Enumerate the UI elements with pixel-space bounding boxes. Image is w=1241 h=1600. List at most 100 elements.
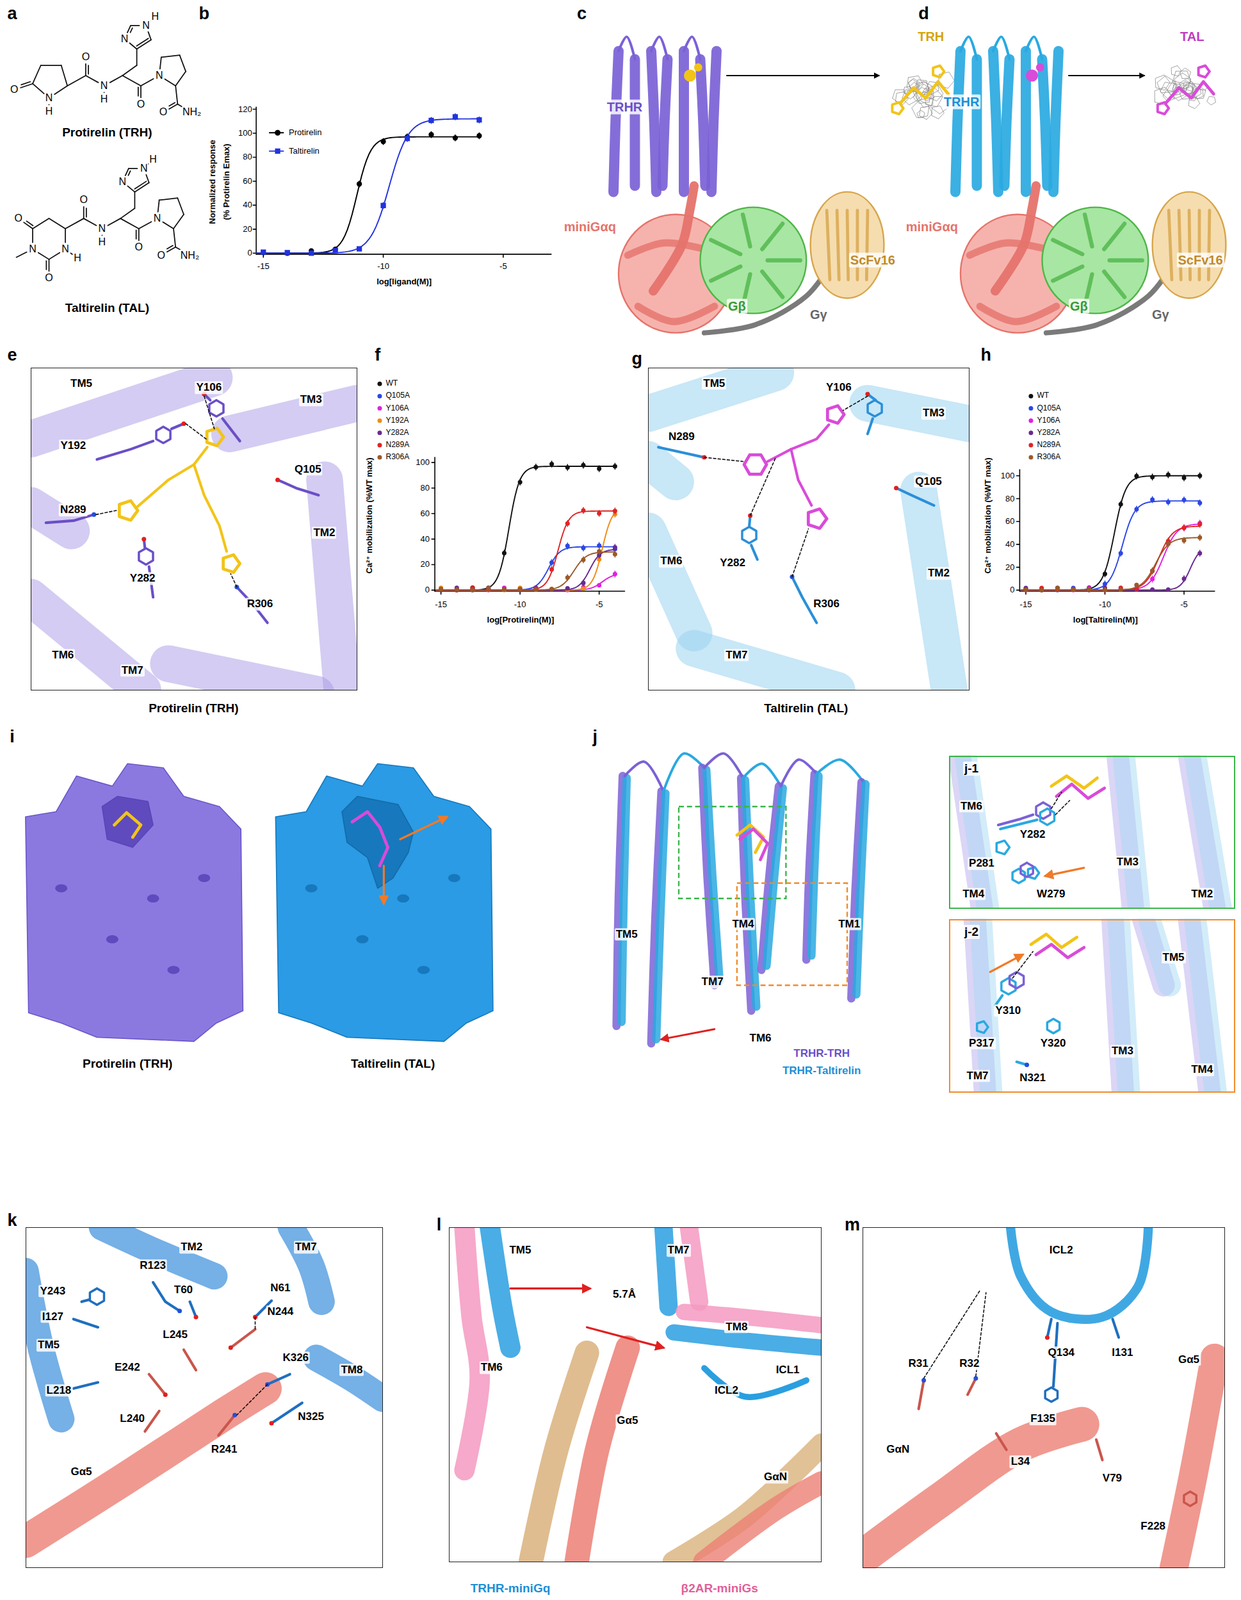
data-point — [580, 508, 586, 513]
data-point — [612, 544, 618, 550]
data-point — [1182, 525, 1187, 530]
data-point — [438, 586, 444, 592]
bond — [32, 65, 41, 84]
data-point — [438, 587, 444, 592]
bond — [32, 228, 34, 243]
residue-label: TM5 — [614, 927, 640, 941]
tick-mark — [431, 487, 435, 489]
panel-letter: j — [592, 726, 599, 747]
residue-label: I131 — [1110, 1346, 1135, 1359]
bond — [175, 85, 178, 105]
double-bond — [87, 65, 90, 75]
residue-stick — [751, 544, 758, 560]
panel-letter: c — [576, 4, 587, 25]
tick-mark — [252, 180, 257, 182]
component-label: Gβ — [1068, 299, 1090, 314]
tick-label: 60 — [1005, 516, 1015, 527]
data-point — [1197, 550, 1202, 556]
tick-label: 20 — [242, 224, 252, 234]
legend-marker — [377, 455, 382, 460]
tick-mark — [502, 254, 504, 258]
data-point — [549, 587, 554, 592]
helix-ribbon — [955, 51, 961, 193]
fit-curve — [1021, 526, 1201, 591]
bond — [138, 228, 140, 241]
residue-stick — [1096, 1439, 1103, 1460]
panel-caption: TRHR-miniGq — [470, 1581, 551, 1596]
helix-ribbon — [656, 793, 666, 1040]
atom-tip — [1045, 1335, 1050, 1340]
fit-curve — [1021, 537, 1201, 590]
bond — [110, 75, 123, 83]
atom-tip — [177, 1308, 182, 1313]
ligand-ring — [119, 500, 138, 520]
data-point — [518, 587, 523, 592]
data-point — [356, 245, 362, 252]
data-point — [549, 586, 554, 592]
hydrogen-bond — [1055, 800, 1070, 815]
surface-cavity — [197, 873, 211, 882]
fit-curve — [436, 549, 615, 590]
pointer-arrow — [1068, 74, 1145, 77]
bond — [162, 222, 174, 229]
data-point — [533, 586, 538, 592]
atom-tip — [228, 1345, 234, 1350]
panel-letter: f — [374, 345, 381, 365]
beta-strand — [847, 210, 849, 280]
atom-tip — [893, 485, 899, 490]
data-point — [1102, 587, 1108, 592]
data-point — [1023, 587, 1028, 592]
chemical-structure — [16, 163, 184, 272]
helix-ribbon — [651, 51, 657, 193]
legend-entry: Protirelin — [288, 128, 322, 138]
panel-art — [30, 377, 358, 691]
bond — [173, 228, 176, 248]
residue-label: GαN — [884, 1442, 911, 1456]
residue-label: TM4 — [1189, 1062, 1215, 1076]
residue-stick — [267, 1374, 291, 1385]
data-point — [1134, 582, 1139, 588]
tick-label: -5 — [1180, 599, 1188, 609]
data-point — [454, 587, 460, 592]
helix-ribbon — [706, 769, 720, 982]
panel-letter: a — [7, 4, 18, 25]
helix-ribbon — [648, 372, 776, 414]
ligand-sticks — [740, 828, 768, 860]
helix-ribbon — [25, 1388, 266, 1542]
bond — [159, 197, 179, 200]
bond — [120, 208, 135, 219]
data-point — [565, 521, 570, 526]
data-point — [470, 587, 476, 593]
data-point — [1166, 499, 1171, 504]
data-point — [428, 131, 434, 138]
data-point — [1166, 472, 1171, 478]
tick-mark — [1183, 591, 1185, 595]
double-bond — [21, 81, 31, 86]
residue-stick — [73, 1318, 98, 1327]
bond — [173, 214, 184, 229]
loop — [663, 753, 705, 791]
bond — [127, 185, 135, 192]
residue-label: P281 — [967, 856, 996, 870]
residue-label: Y310 — [993, 1004, 1022, 1017]
fit-curve — [256, 119, 479, 254]
residue-label: TM7 — [700, 975, 725, 989]
residue-label: L245 — [161, 1328, 189, 1342]
helix-ribbon — [648, 530, 695, 633]
ligand-ring — [1198, 65, 1210, 77]
bond — [107, 218, 121, 226]
data-point — [1055, 585, 1060, 591]
data-point — [612, 508, 618, 513]
residue-label: Y106 — [194, 381, 223, 394]
residue-ring — [977, 1020, 989, 1033]
residue-stick — [189, 1301, 196, 1317]
residue-label: L240 — [118, 1411, 146, 1425]
residue-stick — [996, 1433, 1007, 1450]
residue-label: N244 — [266, 1305, 296, 1318]
residue-label: TM6 — [748, 1031, 773, 1045]
data-point — [380, 138, 386, 145]
bond — [48, 259, 50, 271]
receptor-surface — [275, 763, 494, 1042]
atom-label: N — [139, 162, 149, 175]
residue-ring — [742, 527, 757, 544]
